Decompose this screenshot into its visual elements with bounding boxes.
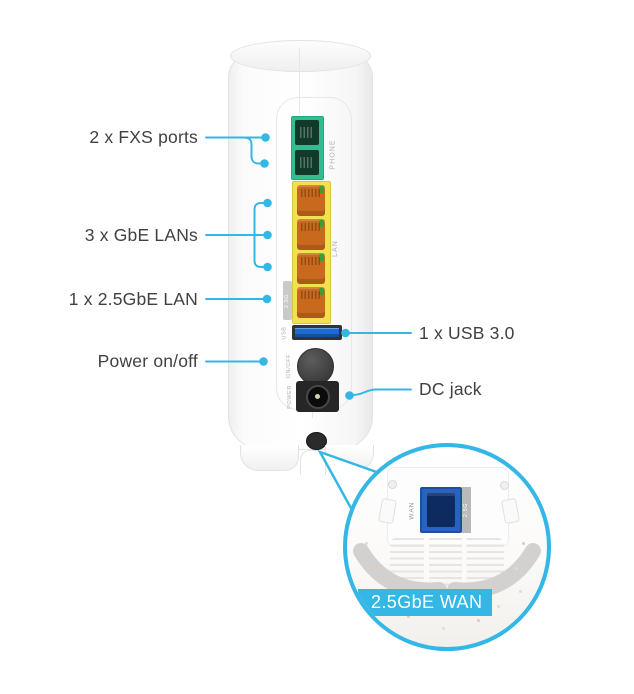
wan-port-jack (427, 493, 455, 527)
lan-port-2-5g (297, 287, 325, 318)
label-2-5gbe-lan: 1 x 2.5GbE LAN (68, 289, 198, 309)
link-led (319, 254, 324, 261)
speckle (522, 542, 525, 545)
device-seam (299, 48, 300, 114)
lan-ports-block (292, 181, 331, 324)
rubber-foot (447, 543, 541, 599)
link-led (319, 220, 324, 227)
link-led (319, 186, 324, 193)
link-led (319, 288, 324, 295)
fxs-ports-block (291, 116, 324, 180)
label-dc-jack: DC jack (419, 379, 482, 399)
power-button (297, 348, 334, 385)
lan-2-5g-strip: 2.5G (283, 281, 292, 320)
bottom-view-inset: WAN 2.5G 2.5GbE WAN (343, 443, 551, 651)
usb-tongue (295, 328, 339, 337)
lan-port (297, 185, 325, 216)
dc-jack-pin (315, 394, 320, 399)
lan-port (297, 253, 325, 284)
fxs-port (295, 150, 319, 175)
speckle (442, 627, 445, 630)
speckle (519, 590, 522, 593)
speckle (407, 615, 410, 618)
speckle (515, 567, 518, 570)
cable-hole (306, 432, 327, 450)
wan-banner: 2.5GbE WAN (358, 589, 492, 616)
lan-port (297, 219, 325, 250)
usb-marking: USB (282, 325, 289, 340)
device-foot (240, 445, 299, 471)
speckle (375, 565, 378, 568)
rubber-foot (353, 543, 447, 599)
label-gbe-lans: 3 x GbE LANs (84, 225, 198, 245)
wan-port (420, 487, 462, 533)
device-top-cap (230, 40, 371, 72)
speckle (497, 605, 500, 608)
fxs-port (295, 120, 319, 145)
speckle (477, 619, 480, 622)
label-power-onoff: Power on/off (97, 351, 198, 371)
phone-marking: PHONE (329, 138, 337, 170)
lan-marking: LAN (331, 239, 339, 257)
speckle (365, 542, 368, 545)
rubber-feet (353, 543, 541, 599)
label-usb: 1 x USB 3.0 (419, 323, 515, 343)
usb-port (292, 325, 342, 340)
label-fxs-ports: 2 x FXS ports (89, 127, 198, 147)
base-notch (300, 450, 326, 475)
wan-2-5g-strip: 2.5G (462, 487, 471, 533)
power-marking: POWER (287, 384, 293, 409)
dc-jack (296, 381, 339, 412)
onoff-marking: ON/OFF (286, 353, 293, 378)
screw-hole (500, 481, 509, 490)
